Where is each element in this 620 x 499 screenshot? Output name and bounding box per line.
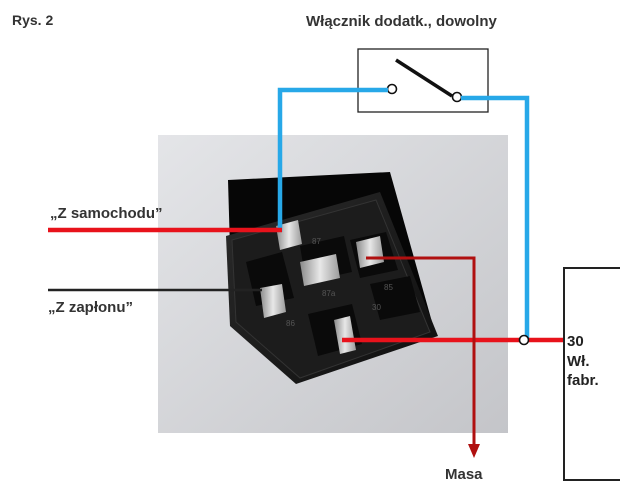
relay-pin bbox=[260, 284, 286, 318]
factory-connector-bracket bbox=[563, 267, 620, 481]
relay-pin-mark: 87a bbox=[322, 289, 336, 298]
switch-box bbox=[357, 48, 489, 113]
ground-wire bbox=[366, 256, 476, 446]
relay-pin-mark: 85 bbox=[384, 283, 393, 292]
relay-pin bbox=[356, 236, 384, 268]
switch-lever bbox=[395, 58, 453, 98]
relay-pin-mark: 30 bbox=[372, 303, 381, 312]
terminal-label-line2: fabr. bbox=[567, 372, 599, 389]
ground-label: Masa bbox=[445, 466, 483, 483]
switch-wire-left bbox=[277, 87, 388, 232]
relay-pin bbox=[300, 254, 340, 286]
switch-wire-right bbox=[461, 95, 530, 340]
input-label-ignition: „Z zapłonu” bbox=[48, 299, 133, 316]
terminal-number: 30 bbox=[567, 333, 584, 350]
switch-contact-right bbox=[451, 91, 463, 103]
relay-pin bbox=[276, 220, 302, 250]
junction-node bbox=[518, 334, 530, 346]
relay-pin bbox=[334, 316, 356, 354]
relay-pins bbox=[260, 220, 384, 354]
switch-label: Włącznik dodatk., dowolny bbox=[306, 13, 497, 30]
ground-arrow-icon bbox=[468, 444, 480, 458]
relay-pin-mark: 86 bbox=[286, 319, 295, 328]
terminal-label-line1: Wł. bbox=[567, 353, 590, 370]
switch-contact-left bbox=[386, 83, 398, 95]
input-label-car: „Z samochodu” bbox=[50, 205, 163, 222]
relay-pin-mark: 87 bbox=[312, 237, 321, 246]
figure-label: Rys. 2 bbox=[12, 12, 54, 28]
